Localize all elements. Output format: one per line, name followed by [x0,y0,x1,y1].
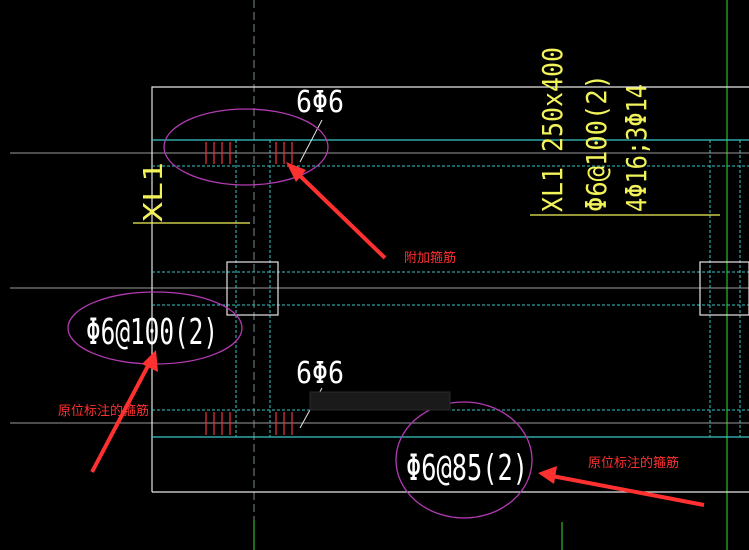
arrow-in-situ-right [538,466,705,507]
faint-tooltip [309,391,451,411]
top-stirrup-label: 6Φ6 [296,85,344,120]
note-in-situ-right: 原位标注的箍筋 [588,455,679,471]
additional-stirrup-marks-bottom [205,412,293,435]
highlight-ellipse-top [163,108,329,186]
stirrup-label-leader [299,119,323,163]
arrow-in-situ-left [90,350,158,473]
beam-spec-line3: 4Φ16;3Φ14 [620,84,653,212]
highlight-ellipse-bottom [395,401,533,519]
slab-outline [151,86,749,492]
note-additional-stirrups: 附加箍筋 [404,250,456,266]
column [699,261,749,316]
beam-id-label: XL1 [139,162,169,222]
bottom-span-stirrup-label: Φ6@85(2) [406,448,528,489]
note-in-situ-left: 原位标注的箍筋 [58,403,149,419]
beam-spec-line1: XL1 250x400 [536,47,569,212]
arrow-additional-stirrups [286,162,387,260]
column [226,261,279,316]
left-span-stirrup-label: Φ6@100(2) [86,312,218,353]
additional-stirrup-marks-top [205,142,293,164]
beam-spec-line2: Φ6@100(2) [580,74,613,212]
bottom-stirrup-label: 6Φ6 [296,356,344,391]
